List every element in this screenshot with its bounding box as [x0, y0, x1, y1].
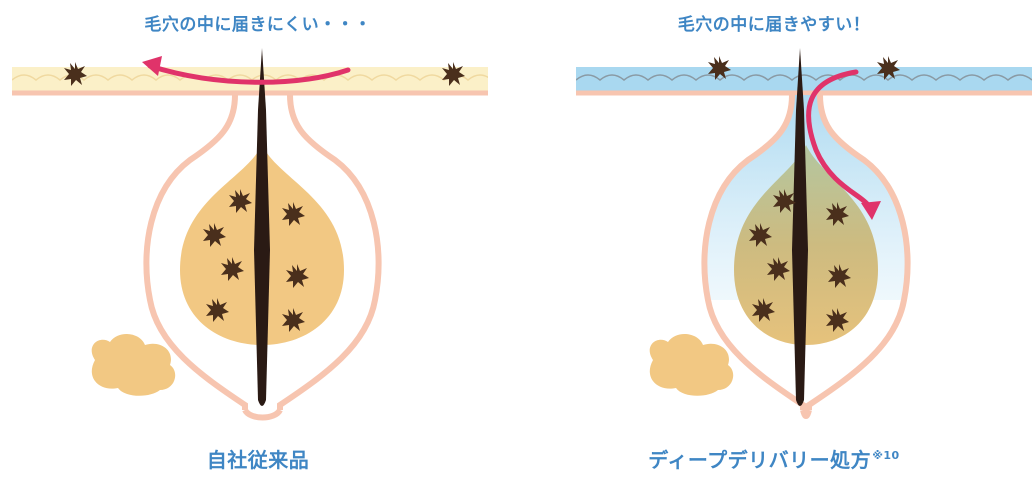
follicle-outline-bottom — [800, 409, 812, 419]
dirt-particle — [708, 56, 731, 80]
dirt-particle — [773, 189, 796, 213]
top-caption: 毛穴の中に届きやすい！ — [677, 15, 871, 35]
deep-delivery-pore-illustration — [576, 48, 1032, 419]
dirt-particle — [749, 223, 772, 247]
panel-conventional: 毛穴の中に届きにくい・・・ 自社従来品 — [0, 15, 516, 473]
dirt-particle — [767, 257, 790, 281]
arrow-head — [142, 56, 162, 76]
skin-texture — [576, 74, 1032, 81]
hair-strand — [792, 48, 808, 406]
skin-surface-layer — [576, 67, 1032, 93]
dirt-particle — [221, 257, 244, 281]
ingredient-path-arrow — [147, 63, 351, 85]
dirt-particle — [282, 308, 305, 332]
bottom-caption: ディープデリバリー処方※10 — [516, 444, 1032, 473]
dirt-particles — [708, 56, 900, 332]
footnote-marker: ※10 — [872, 449, 900, 462]
follicle-outline-bottom — [242, 408, 283, 421]
follicle-outline-left — [701, 94, 806, 410]
follicle-outline-right — [277, 94, 382, 410]
oil-deposit — [91, 334, 176, 396]
product-label: 自社従来品 — [206, 448, 310, 472]
panel-deep-delivery: 毛穴の中に届きやすい！ ディープデリバリー処方※10 — [516, 0, 1032, 485]
dirt-particle — [442, 62, 465, 86]
ingredient-path-arrow — [806, 69, 871, 208]
dirt-particle — [203, 223, 226, 247]
top-caption: 毛穴の中に届きにくい・・・ — [144, 15, 372, 35]
hair-strand — [254, 48, 270, 406]
bottom-caption: 自社従来品 — [0, 444, 516, 473]
product-label: ディープデリバリー処方 — [648, 448, 872, 472]
dirt-particle — [206, 298, 229, 322]
conventional-pore-illustration — [12, 48, 488, 421]
dirt-particle — [826, 308, 849, 332]
dirt-particle — [877, 56, 900, 80]
dirt-particle — [282, 202, 305, 226]
arrow-head — [861, 201, 881, 220]
follicle-outline-left — [143, 94, 248, 410]
dirt-particle — [752, 298, 775, 322]
dirt-particle — [286, 264, 309, 288]
dirt-particle — [64, 62, 87, 86]
dirt-particle — [826, 202, 849, 226]
dirt-particle — [229, 189, 252, 213]
dirt-particles — [64, 62, 465, 332]
oil-deposit — [649, 334, 734, 396]
follicle-outline-right — [806, 94, 911, 410]
dirt-particle — [828, 264, 851, 288]
